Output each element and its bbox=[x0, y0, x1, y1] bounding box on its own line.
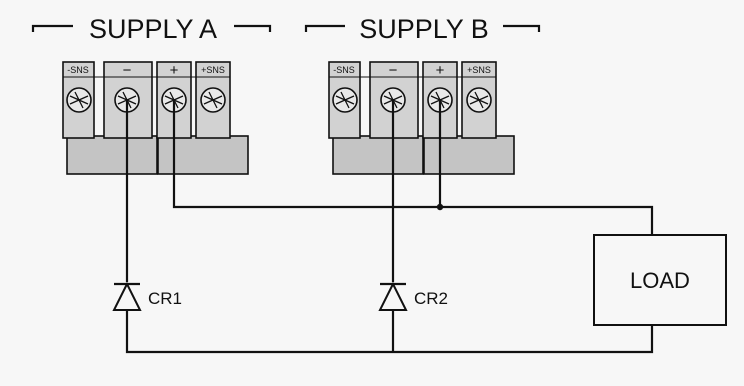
supply-a-minus-label: − bbox=[123, 62, 132, 79]
load-label: LOAD bbox=[630, 268, 690, 293]
supply-b-bracket-right bbox=[503, 24, 541, 32]
cr2-diode-icon bbox=[378, 281, 408, 311]
cr1-label: CR1 bbox=[148, 289, 182, 308]
supply-b-pos-sense-label: +SNS bbox=[467, 65, 491, 75]
supply-b-housing-negative bbox=[332, 135, 424, 175]
supply-a-pos-sense-label: +SNS bbox=[201, 65, 225, 75]
supply-b-bracket-left bbox=[304, 24, 345, 32]
supply-a-housing-positive bbox=[157, 135, 249, 175]
supply-b-plus-label: + bbox=[436, 62, 445, 79]
screw-icon bbox=[66, 87, 92, 113]
supply-a-plus-label: + bbox=[170, 62, 179, 79]
return-bus-wire bbox=[125, 310, 654, 354]
supply-b-neg-sense-label: -SNS bbox=[333, 65, 355, 75]
positive-bus-wire bbox=[172, 100, 654, 235]
supply-a-neg-sense-label: -SNS bbox=[67, 65, 89, 75]
load-box bbox=[593, 234, 727, 326]
supply-b-housing-positive bbox=[423, 135, 515, 175]
screw-icon bbox=[200, 87, 226, 113]
supply-a-bracket-right bbox=[234, 24, 272, 32]
screw-icon bbox=[332, 87, 358, 113]
supply-a: SUPPLY A -SNS − + +SNS bbox=[31, 14, 272, 175]
supply-b-title: SUPPLY B bbox=[359, 14, 489, 44]
supply-a-housing-negative bbox=[66, 135, 158, 175]
supply-b: SUPPLY B -SNS − + +SNS bbox=[304, 14, 541, 175]
junction-dot bbox=[436, 203, 444, 211]
screw-icon bbox=[466, 87, 492, 113]
cr2-label: CR2 bbox=[414, 289, 448, 308]
supply-a-title: SUPPLY A bbox=[89, 14, 217, 44]
supply-a-bracket-left bbox=[31, 24, 73, 32]
cr1-diode-icon bbox=[112, 281, 142, 311]
supply-b-minus-label: − bbox=[389, 62, 398, 79]
